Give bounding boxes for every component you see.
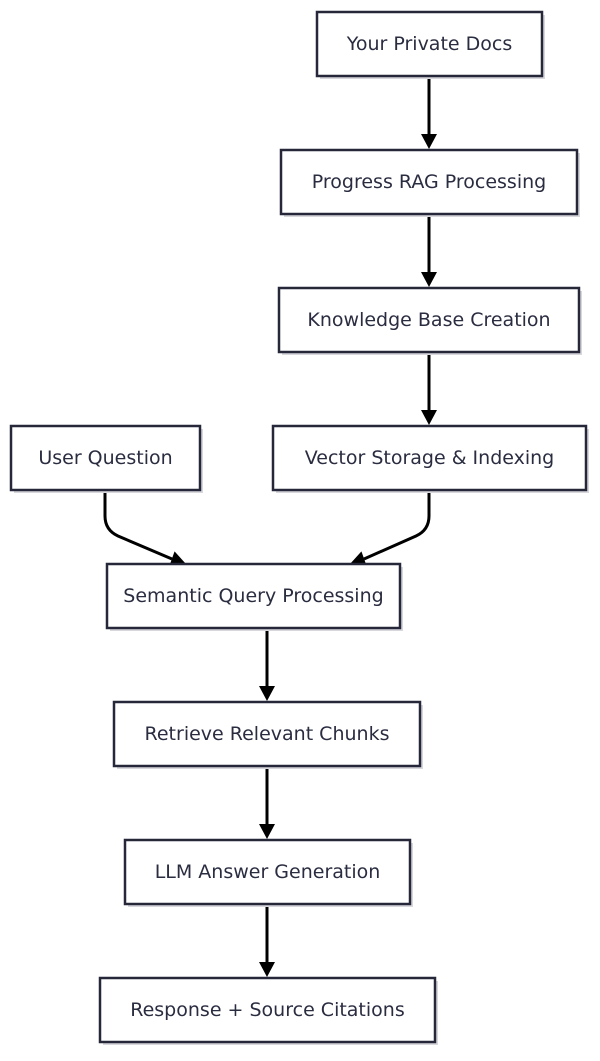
- arrowhead-icon: [421, 134, 437, 149]
- arrowhead-icon: [421, 272, 437, 287]
- node-box: [277, 286, 581, 354]
- edge-private-docs-to-rag-processing: [421, 77, 437, 149]
- edge-semantic-query-to-retrieve-chunks: [259, 629, 275, 701]
- node-retrieve-chunks: Retrieve Relevant Chunks: [112, 700, 423, 769]
- node-label: Knowledge Base Creation: [307, 309, 550, 331]
- node-box: [315, 10, 544, 78]
- node-label: Vector Storage & Indexing: [305, 447, 555, 469]
- edge-kb-creation-to-vector-storage: [421, 353, 437, 425]
- arrowhead-icon: [421, 410, 437, 425]
- node-rag-processing: Progress RAG Processing: [279, 148, 580, 217]
- arrowhead-icon: [259, 824, 275, 839]
- node-label: User Question: [38, 447, 172, 469]
- node-kb-creation: Knowledge Base Creation: [277, 286, 582, 355]
- node-label: Your Private Docs: [346, 33, 512, 55]
- edge-line: [103, 491, 173, 561]
- node-box: [9, 424, 202, 492]
- node-box: [98, 976, 437, 1044]
- node-user-question: User Question: [9, 424, 203, 493]
- node-label: Semantic Query Processing: [123, 585, 383, 607]
- edge-rag-processing-to-kb-creation: [421, 215, 437, 287]
- node-box: [279, 148, 579, 216]
- node-box: [105, 562, 402, 630]
- arrowhead-icon: [259, 686, 275, 701]
- node-label: Progress RAG Processing: [312, 171, 546, 193]
- node-box: [123, 838, 412, 906]
- node-label: Retrieve Relevant Chunks: [145, 723, 390, 745]
- edge-user-question-to-semantic-query: [103, 491, 186, 567]
- arrowhead-icon: [350, 551, 367, 567]
- node-box: [112, 700, 422, 768]
- node-box: [271, 424, 588, 492]
- node-label: LLM Answer Generation: [155, 861, 381, 883]
- arrowhead-icon: [259, 962, 275, 977]
- node-vector-storage: Vector Storage & Indexing: [271, 424, 589, 493]
- node-llm-generation: LLM Answer Generation: [123, 838, 413, 907]
- edge-line: [363, 491, 431, 561]
- edge-vector-storage-to-semantic-query: [350, 491, 431, 567]
- node-label: Response + Source Citations: [130, 999, 404, 1021]
- node-private-docs: Your Private Docs: [315, 10, 545, 79]
- edge-llm-generation-to-response-citations: [259, 905, 275, 977]
- arrowhead-icon: [169, 551, 186, 567]
- node-semantic-query: Semantic Query Processing: [105, 562, 403, 631]
- edges-layer: [103, 77, 437, 977]
- node-response-citations: Response + Source Citations: [98, 976, 438, 1045]
- edge-retrieve-chunks-to-llm-generation: [259, 767, 275, 839]
